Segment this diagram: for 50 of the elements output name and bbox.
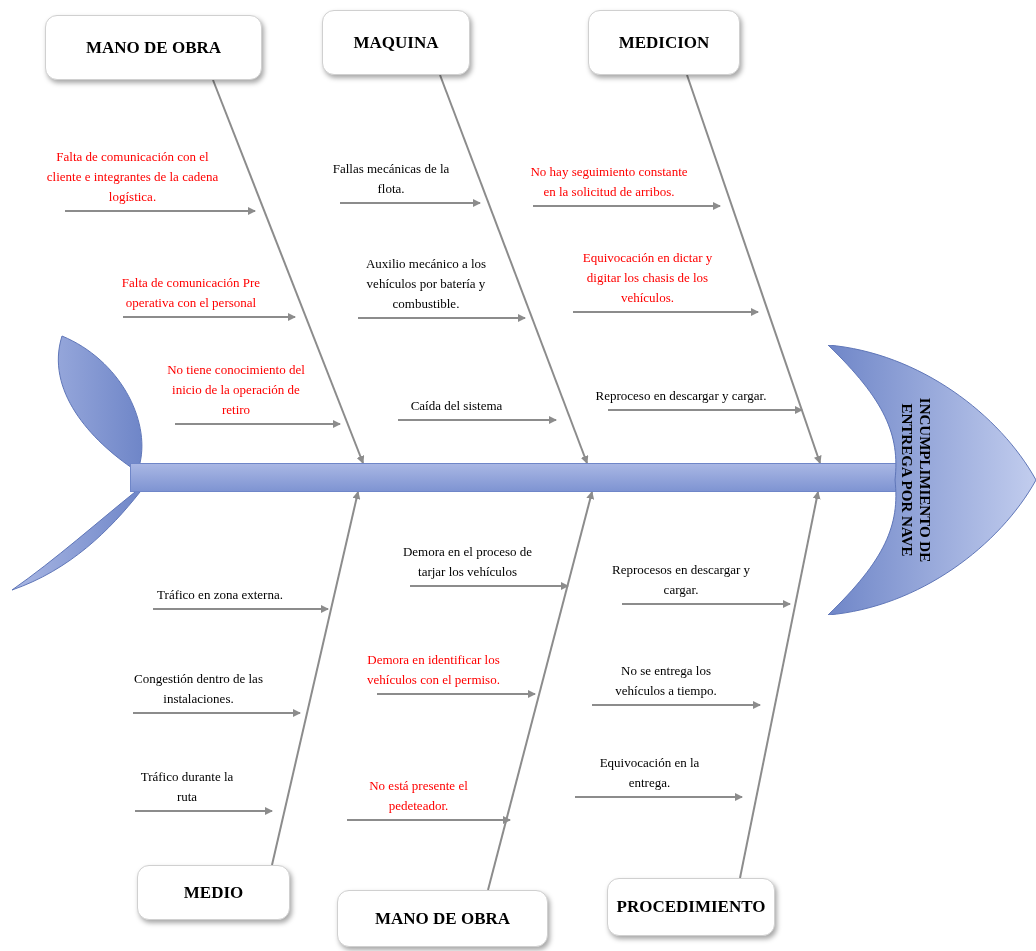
arrow bbox=[487, 491, 595, 891]
arrow bbox=[376, 690, 536, 698]
cause-text: Demora en identificar los vehículos con el permiso. bbox=[366, 651, 501, 689]
arrow bbox=[572, 308, 759, 316]
category-box: MAQUINA bbox=[322, 10, 470, 75]
arrow bbox=[357, 314, 526, 322]
arrow bbox=[532, 202, 721, 210]
cause-text: Caída del sistema bbox=[409, 397, 504, 415]
arrow bbox=[134, 807, 273, 815]
category-box: PROCEDIMIENTO bbox=[607, 878, 775, 936]
cause-text: Auxilio mecánico a los vehículos por batería y combustible. bbox=[364, 255, 488, 313]
arrow bbox=[409, 582, 569, 590]
arrow bbox=[739, 491, 821, 879]
arrow bbox=[122, 313, 296, 321]
cause-text: Falta de comunicación Pre operativa con el personal bbox=[120, 274, 262, 312]
cause-text: Falta de comunicación con el cliente e integrantes de la cadena logística. bbox=[45, 148, 220, 206]
fish-spine bbox=[130, 463, 897, 492]
arrow bbox=[212, 79, 365, 464]
cause-text: Equivocación en dictar y digitar los chasis de los vehículos. bbox=[581, 249, 714, 307]
arrow bbox=[439, 74, 589, 464]
category-box: MEDIO bbox=[137, 865, 290, 920]
arrow bbox=[152, 605, 329, 613]
category-box: MANO DE OBRA bbox=[45, 15, 262, 80]
arrow bbox=[271, 491, 361, 866]
cause-text: Reproceso en descargar y cargar. bbox=[594, 387, 768, 405]
effect-title: INCUMPLIMIENTO DE ENTREGA POR NAVE bbox=[898, 397, 934, 563]
cause-text: Demora en el proceso de tarjar los vehículos bbox=[401, 543, 534, 581]
arrow bbox=[591, 701, 761, 709]
cause-text: Congestión dentro de las instalaciones. bbox=[133, 670, 264, 708]
arrow bbox=[574, 793, 743, 801]
cause-text: No hay seguimiento constante en la solicitud de arribos. bbox=[529, 163, 689, 201]
cause-text: Tráfico durante la ruta bbox=[139, 768, 235, 806]
category-box: MANO DE OBRA bbox=[337, 890, 548, 947]
arrow bbox=[397, 416, 557, 424]
cause-text: No tiene conocimiento del inicio de la operación de retiro bbox=[166, 361, 306, 419]
arrow bbox=[346, 816, 511, 824]
arrow bbox=[132, 709, 301, 717]
arrow bbox=[686, 74, 822, 464]
arrow bbox=[174, 420, 341, 428]
cause-text: No se entrega los vehículos a tiempo. bbox=[614, 662, 718, 700]
cause-text: Tráfico en zona externa. bbox=[156, 586, 284, 604]
arrow bbox=[621, 600, 791, 608]
cause-text: Fallas mecánicas de la flota. bbox=[331, 160, 451, 198]
cause-text: Reprocesos en descargar y cargar. bbox=[611, 561, 751, 599]
cause-text: No está presente el pedeteador. bbox=[368, 777, 469, 815]
arrow bbox=[339, 199, 481, 207]
category-box: MEDICION bbox=[588, 10, 740, 75]
cause-text: Equivocación en la entrega. bbox=[598, 754, 701, 792]
arrow bbox=[64, 207, 256, 215]
arrow bbox=[607, 406, 803, 414]
